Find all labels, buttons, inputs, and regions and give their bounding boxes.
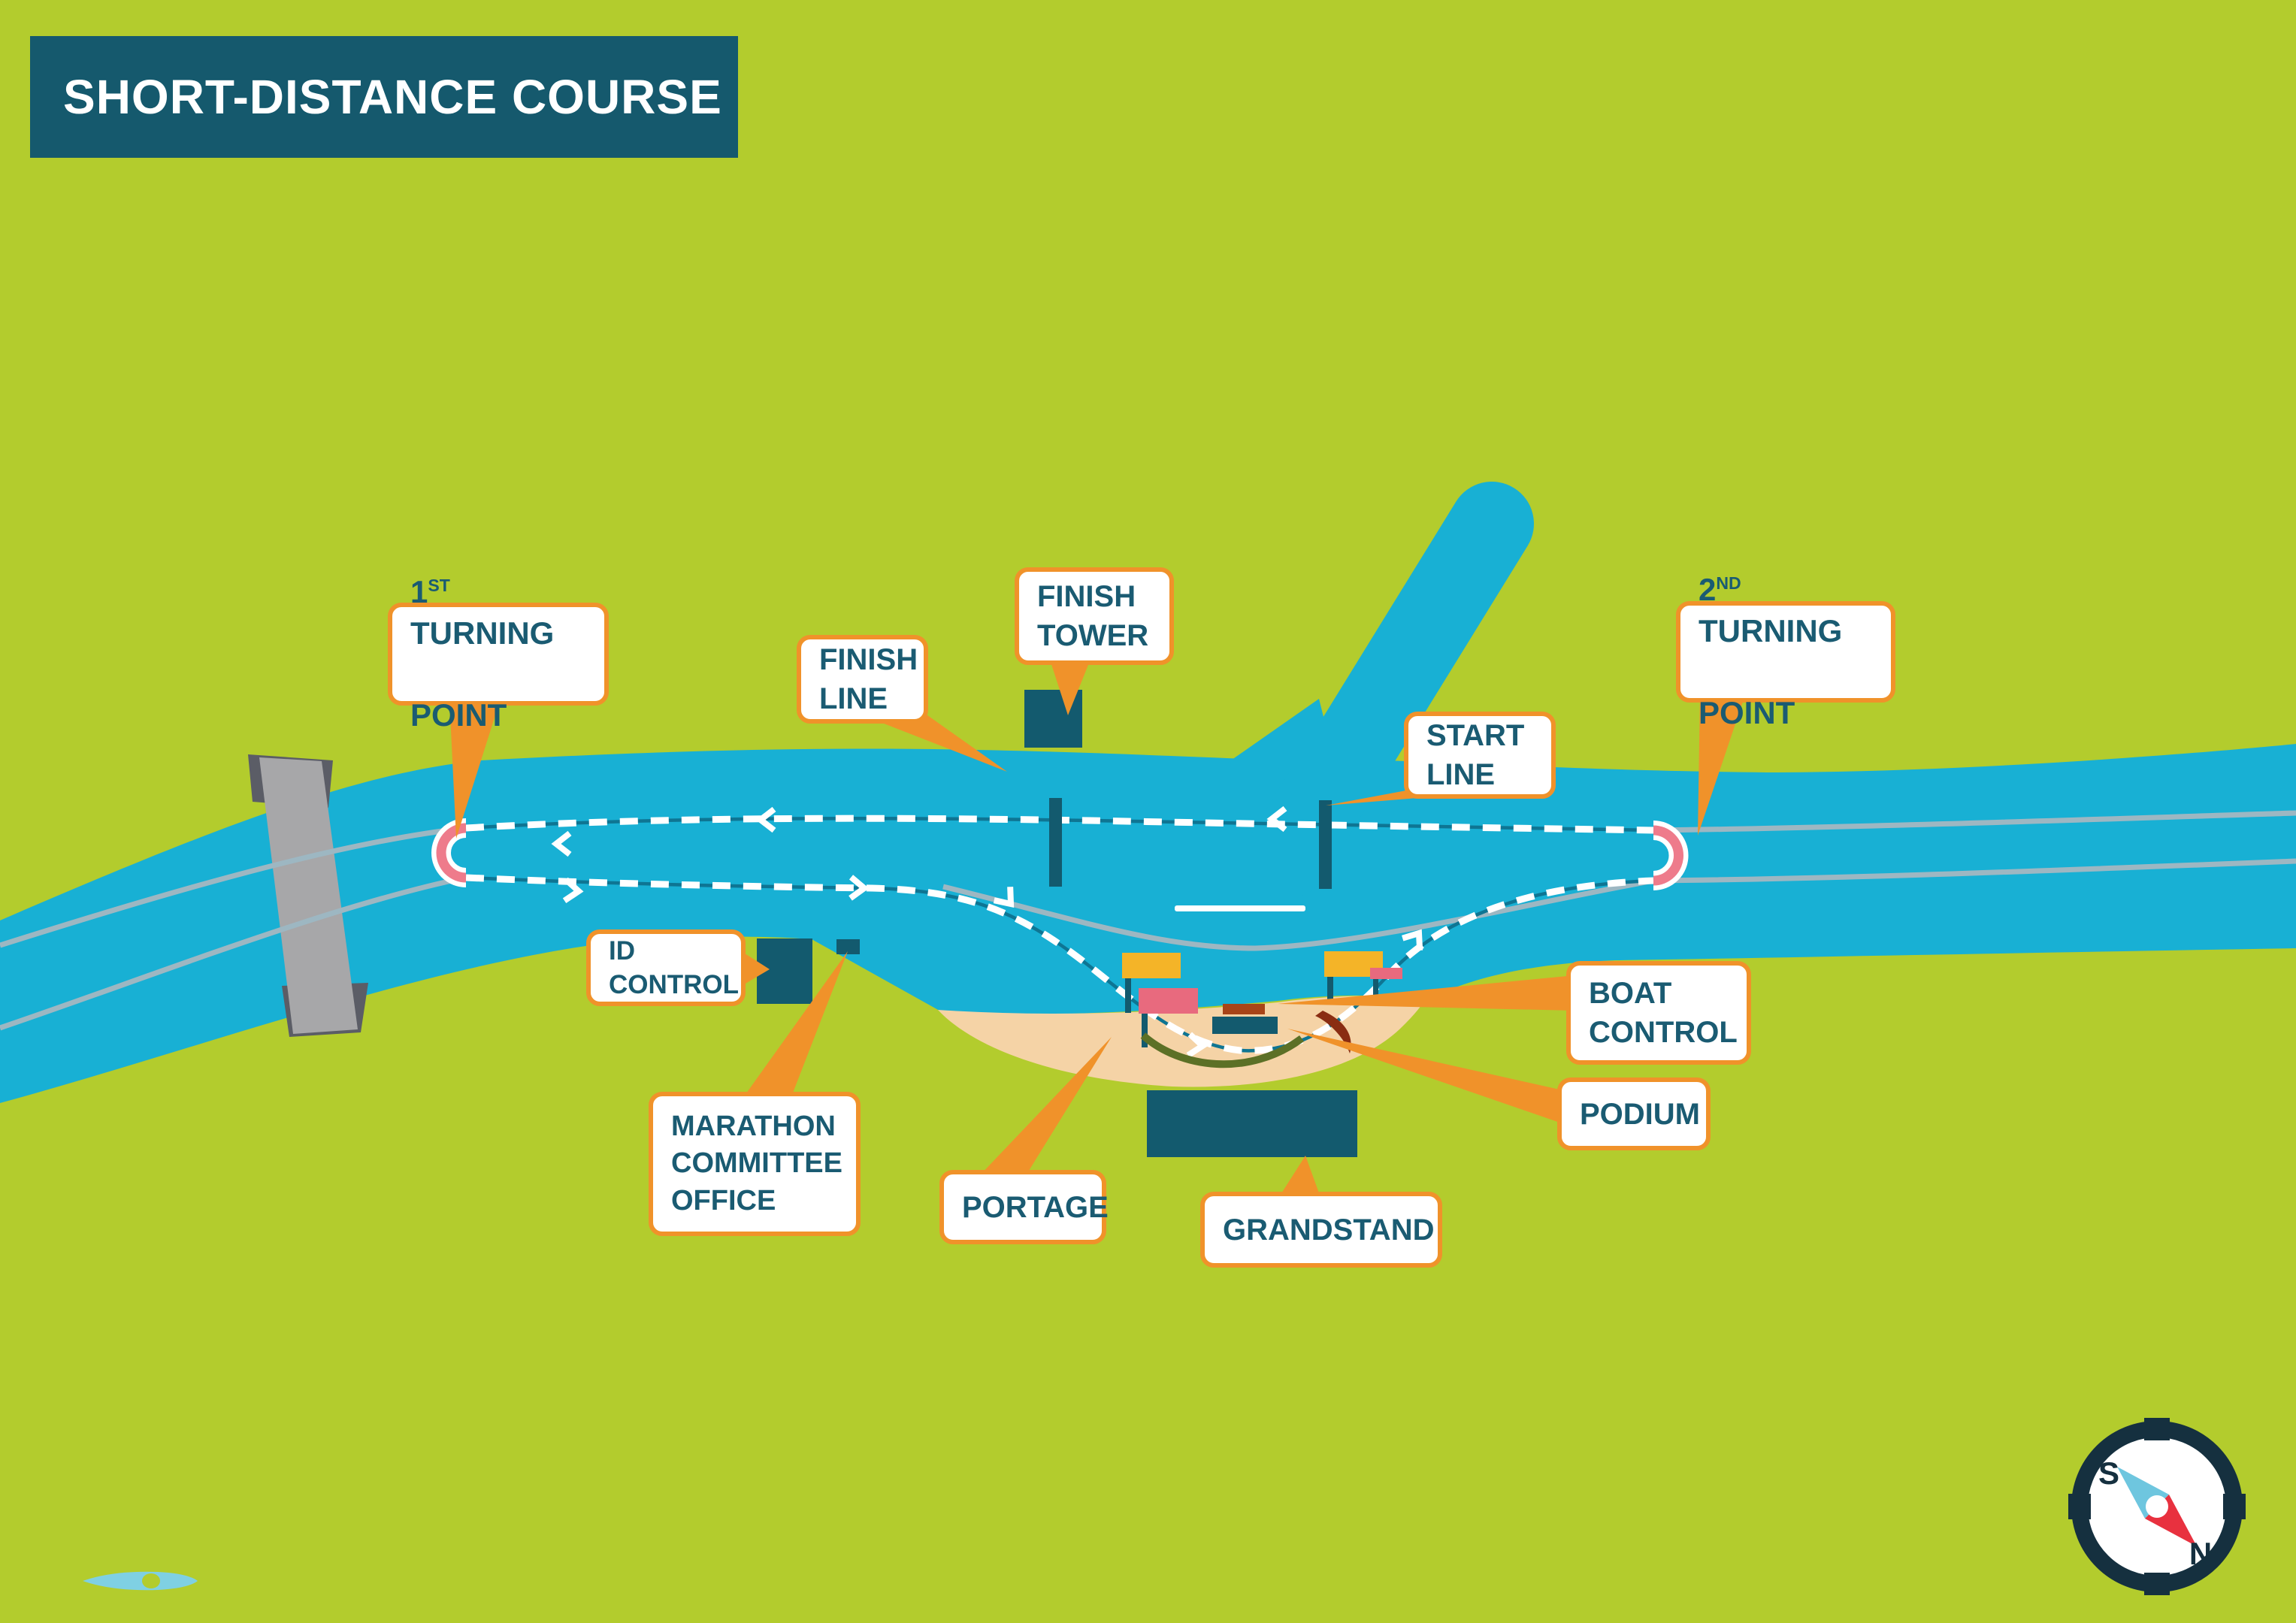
ordinal: 1 [410,574,428,610]
label-text: POINT [1699,695,1795,731]
ordinal: 2 [1699,572,1717,608]
pointer-portage [979,1037,1112,1177]
label-portage: PORTAGE [939,1170,1109,1244]
label-text: PORTAGE [962,1190,1109,1224]
pointer-podium [1287,1029,1566,1125]
long-course-lanes [0,810,2296,1031]
callout-pointers [449,657,1745,1199]
grandstand-structure [1147,1090,1357,1157]
label-id-control: ID CONTROL [586,929,746,1006]
pink-banner-left [1139,988,1198,1014]
pointer-finish-tower [1049,657,1091,715]
river [0,744,2296,1103]
ordinal-suffix: ST [428,576,450,596]
bridge [248,754,368,1037]
pointer-boat-control [1278,975,1575,1011]
banner-pole [1373,979,1378,996]
label-start-line: START LINE [1404,712,1556,799]
start-zone-line [1175,905,1305,911]
podium-structure [1212,1017,1278,1034]
label-marathon-committee-office: MARATHON COMMITTEE OFFICE [649,1092,861,1236]
title-banner: SHORT-DISTANCE COURSE [30,36,738,158]
compass-north-label: N [2189,1536,2212,1571]
label-text: FINISH LINE [819,643,918,715]
first-turning-point-marker [431,818,467,887]
pointer-finish-line [863,708,1007,772]
label-second-turning-point: 2ND TURNING POINT [1676,572,1895,730]
label-text: POINT [410,697,507,733]
label-text: BOAT CONTROL [1589,977,1738,1049]
canoe-on-beach [1315,1011,1351,1053]
committee-office-building [836,939,860,954]
label-podium: PODIUM [1557,1077,1711,1150]
label-boat-control: BOAT CONTROL [1566,961,1751,1065]
label-text: PODIUM [1580,1097,1700,1131]
label-text: ID CONTROL [609,935,740,1000]
label-finish-tower: FINISH TOWER [1015,567,1174,665]
second-turning-point-marker [1653,821,1689,890]
event-structures [1122,951,1402,1157]
course-line-dashes [465,815,1654,1054]
kayak-icon [83,1571,198,1591]
hedge-arc [1140,1032,1304,1068]
banner-pole [1327,977,1333,999]
pointer-committee-office [743,951,848,1099]
label-text: TURNING [410,615,555,651]
compass-south-label: S [2098,1455,2119,1491]
ordinal-suffix: ND [1716,573,1741,594]
compass-icon: S N [2068,1418,2246,1595]
banner-pole [1125,978,1131,1013]
pointer-second-turning-point [1698,695,1745,836]
label-grandstand: GRANDSTAND [1200,1192,1442,1268]
start-line-bar [1319,800,1332,889]
yellow-banner-left [1122,953,1181,978]
banner-pole [1142,1014,1148,1047]
label-first-turning-point: 1ST TURNING POINT [388,574,609,733]
label-text: FINISH TOWER [1037,580,1149,652]
pointer-grandstand [1278,1156,1321,1199]
label-text: TURNING [1699,612,1843,648]
label-finish-line: FINISH LINE [797,635,928,724]
label-text: START LINE [1426,719,1525,791]
pink-banner-right [1370,968,1402,979]
pointer-first-turning-point [449,699,501,839]
finish-line-bar [1049,798,1062,887]
label-text: MARATHON COMMITTEE OFFICE [671,1110,842,1216]
label-text: GRANDSTAND [1223,1213,1435,1247]
boat-control-tent [1223,1004,1265,1014]
event-beach [938,996,1425,1087]
page-title: SHORT-DISTANCE COURSE [63,70,722,124]
